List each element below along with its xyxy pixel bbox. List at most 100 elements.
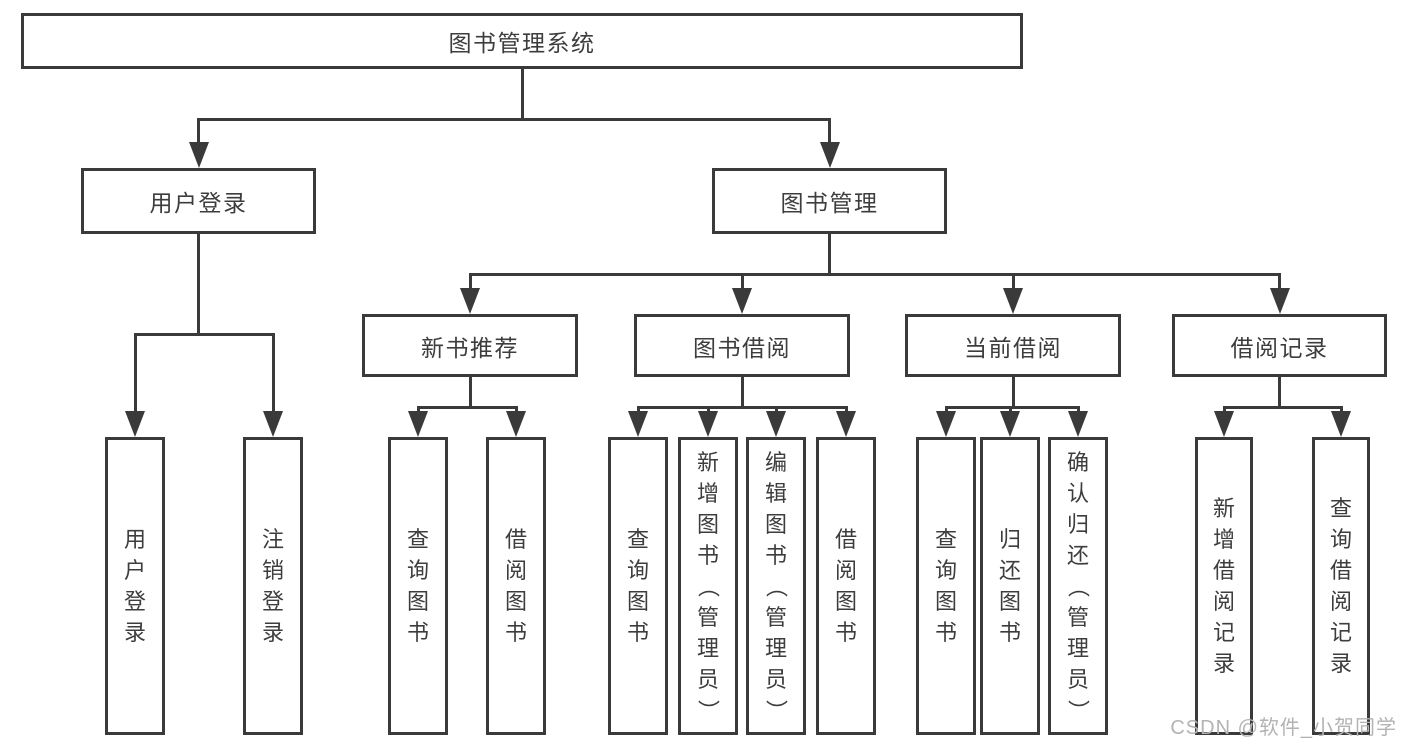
connector-drop [133,336,137,412]
arrowhead-down-icon [698,411,718,437]
node-label-borrow-books-borrow: 借阅图书 [819,440,873,732]
label-char: 书 [764,542,787,568]
label-char: 借 [504,527,527,552]
connector-drop [706,409,710,412]
connector-drop [636,409,640,412]
label-char: 管 [764,604,787,630]
node-label-confirm-return-admin: 确认归还（管理员） [1051,440,1105,732]
connector-stem [828,234,831,276]
label-char: 阅 [1212,589,1235,614]
node-label-return-books: 归还图书 [983,440,1037,732]
node-borrow-records: 借阅记录 [1172,314,1387,377]
node-label-user-login: 用户登录 [149,190,248,216]
label-char: 录 [1329,651,1352,676]
label-char: 图 [504,589,527,614]
connector-drop [828,121,831,143]
node-label-root: 图书管理系统 [448,30,596,56]
label-char: 阅 [1329,589,1352,614]
node-label-add-books-admin: 新增图书（管理员） [681,440,735,732]
node-label-query-books-recommend: 查询图书 [391,440,445,732]
label-char: 询 [1329,527,1352,552]
connector-stem [1011,377,1015,409]
connector-rail [468,273,1281,276]
connector-drop [1011,276,1015,289]
node-add-borrow-record: 新增借阅记录 [1195,437,1253,735]
label-char: 新 [1212,496,1235,521]
node-label-add-borrow-record: 新增借阅记录 [1198,440,1250,732]
arrowhead-down-icon [125,411,145,437]
label-char: 归 [998,527,1021,552]
label-char: 用 [123,527,146,552]
label-char: 图 [998,589,1021,614]
label-char: 员 [764,666,787,692]
label-char: 辑 [764,480,787,506]
label-char: 确 [1066,449,1089,475]
connector-drop [514,409,518,412]
label-char: 书 [406,620,429,645]
node-label-borrow-books-recommend: 借阅图书 [489,440,543,732]
label-char: 书 [504,620,527,645]
node-label-query-borrow-record: 查询借阅记录 [1315,440,1367,732]
label-char: 归 [1066,511,1089,537]
arrowhead-down-icon [188,142,209,168]
connector-drop [271,336,275,412]
connector-drop [1222,409,1226,412]
label-char: 理 [1066,635,1089,661]
label-char: 借 [1212,558,1235,583]
node-add-books-admin: 新增图书（管理员） [678,437,738,735]
connector-rail [133,333,275,336]
label-char: 记 [1329,620,1352,645]
node-query-books-borrow: 查询图书 [608,437,668,735]
arrowhead-down-icon [263,411,283,437]
connector-stem [740,377,744,409]
label-char: 管 [1066,604,1089,630]
arrowhead-down-icon [732,288,752,314]
arrowhead-down-icon [936,411,956,437]
label-char: （ [1065,574,1091,598]
arrowhead-down-icon [1068,411,1088,437]
arrowhead-down-icon [1269,288,1290,314]
arrowhead-down-icon [1331,411,1351,437]
connector-drop [844,409,848,412]
label-char: 理 [764,635,787,661]
connector-rail [197,118,831,121]
label-char: 注 [261,527,284,552]
node-root: 图书管理系统 [21,13,1023,69]
label-char: 查 [934,527,957,552]
label-char: 查 [626,527,649,552]
label-char: 员 [1066,666,1089,692]
arrowhead-down-icon [766,411,786,437]
connector-drop [416,409,420,412]
label-char: 理 [696,635,719,661]
label-char: 录 [1212,651,1235,676]
watermark: CSDN @软件_小贺同学 [1170,717,1397,739]
connector-drop [1339,409,1343,412]
arrowhead-down-icon [628,411,648,437]
node-label-edit-books-admin: 编辑图书（管理员） [749,440,803,732]
label-char: 借 [1329,558,1352,583]
node-label-book-management: 图书管理 [780,190,879,216]
label-char: 图 [626,589,649,614]
node-current-borrow: 当前借阅 [905,314,1121,377]
node-logout-leaf: 注销登录 [243,437,303,735]
label-char: 询 [626,558,649,583]
arrowhead-down-icon [836,411,856,437]
connector-rail [636,406,848,409]
label-char: 编 [764,449,787,475]
connector-drop [468,276,472,289]
label-char: 记 [1212,620,1235,645]
label-char: 阅 [834,558,857,583]
label-char: 销 [261,558,284,583]
connector-stem [197,234,200,336]
label-char: （ [763,574,789,598]
node-edit-books-admin: 编辑图书（管理员） [746,437,806,735]
label-char: 查 [1329,496,1352,521]
node-query-books-current: 查询图书 [916,437,976,735]
connector-drop [197,121,200,143]
connector-stem [520,69,524,121]
node-query-books-recommend: 查询图书 [388,437,448,735]
node-label-user-login-leaf: 用户登录 [108,440,162,732]
label-char: ） [1065,698,1091,722]
label-char: 书 [626,620,649,645]
